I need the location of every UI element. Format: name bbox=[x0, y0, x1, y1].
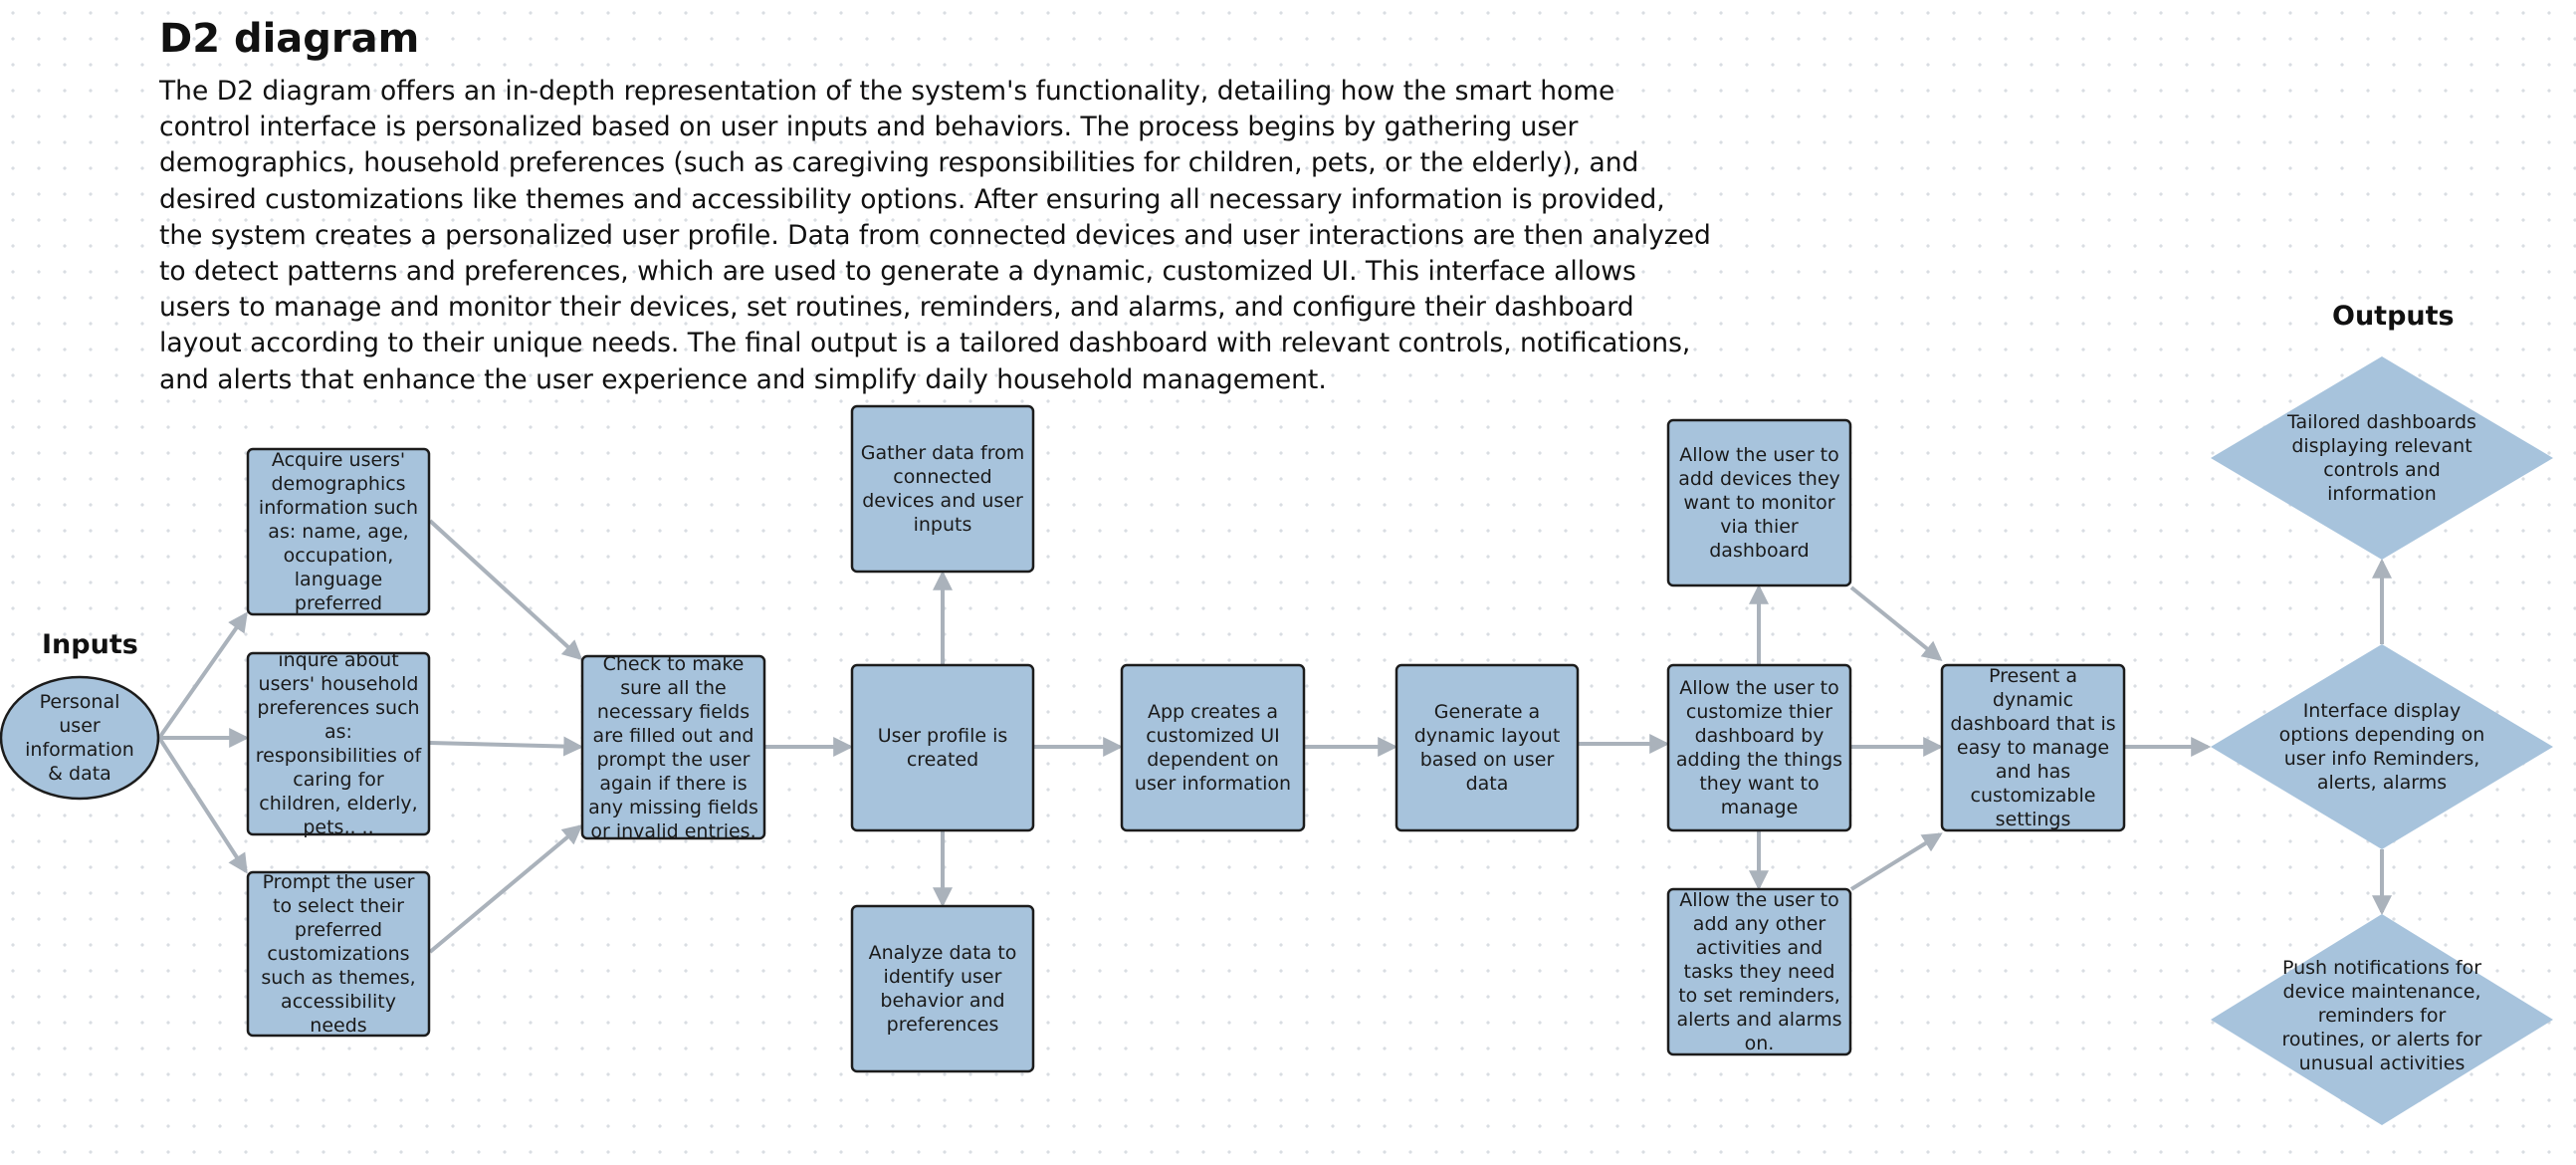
arrow-personal-to-customizations bbox=[157, 736, 248, 874]
tailored-dashboards-diamond bbox=[2211, 356, 2553, 560]
node-shapes bbox=[0, 356, 2553, 1125]
inputs-label: Inputs bbox=[42, 629, 138, 660]
customize-dashboard-box bbox=[1666, 663, 1852, 832]
gather-data-box bbox=[850, 404, 1035, 574]
push-notifications-node: Push notifications for device maintenanc… bbox=[2281, 957, 2482, 1074]
add-activities-box bbox=[1666, 887, 1852, 1056]
analyze-data-box bbox=[850, 904, 1035, 1073]
page-title: D2 diagram bbox=[159, 16, 420, 62]
add-devices-node: Allow the user to add devices they want … bbox=[1678, 444, 1840, 562]
arrow-household-to-check bbox=[429, 736, 584, 757]
add-devices-box bbox=[1666, 418, 1852, 587]
add-activities-node: Allow the user to add any other activiti… bbox=[1676, 889, 1842, 1054]
interface-options-diamond bbox=[2211, 644, 2553, 849]
dynamic-layout-node: Generate a dynamic layout based on user … bbox=[1413, 701, 1561, 795]
personal-info-ellipse bbox=[0, 675, 160, 801]
profile-created-box bbox=[850, 663, 1035, 832]
select-customizations-box bbox=[246, 870, 431, 1038]
check-fields-box bbox=[580, 654, 766, 840]
push-notifications-diamond bbox=[2211, 914, 2553, 1125]
analyze-data-node: Analyze data to identify user behavior a… bbox=[868, 942, 1017, 1036]
arrow-customizations-to-check bbox=[428, 823, 583, 954]
customized-ui-node: App creates a customized UI dependent on… bbox=[1134, 701, 1292, 795]
connector-arrows bbox=[157, 519, 2392, 954]
outputs-label: Outputs bbox=[2332, 301, 2455, 332]
arrow-personal-to-demographics bbox=[157, 611, 248, 740]
select-customizations-node: Prompt the user to select their preferre… bbox=[261, 871, 416, 1037]
tailored-dashboards-node: Tailored dashboards displaying relevant … bbox=[2287, 411, 2476, 505]
check-fields-node: Check to make sure all the necessary fie… bbox=[588, 652, 758, 842]
personal-info-node: Personal user information & data bbox=[25, 691, 134, 785]
household-preferences-box bbox=[246, 651, 431, 836]
profile-created-node: User profile is created bbox=[877, 725, 1008, 771]
acquire-demographics-node: Acquire users' demographics information … bbox=[258, 449, 419, 614]
dynamic-layout-box bbox=[1395, 663, 1580, 832]
gather-data-node: Gather data from connected devices and u… bbox=[860, 442, 1025, 536]
arrow-demographics-to-check bbox=[428, 519, 583, 661]
household-preferences-node: inqure about users' household preference… bbox=[255, 649, 422, 838]
interface-options-node: Interface display options depending on u… bbox=[2278, 700, 2485, 794]
diagram-description: The D2 diagram offers an in-depth repres… bbox=[159, 76, 1711, 395]
arrow-devices-to-present bbox=[1849, 585, 1943, 662]
present-dashboard-box bbox=[1940, 663, 2126, 832]
customized-ui-box bbox=[1120, 663, 1306, 832]
present-dashboard-node: Present a dynamic dashboard that is easy… bbox=[1950, 665, 2116, 830]
acquire-demographics-box bbox=[246, 447, 431, 616]
arrow-activities-to-present bbox=[1849, 832, 1943, 891]
customize-dashboard-node: Allow the user to customize thier dashbo… bbox=[1675, 677, 1843, 818]
